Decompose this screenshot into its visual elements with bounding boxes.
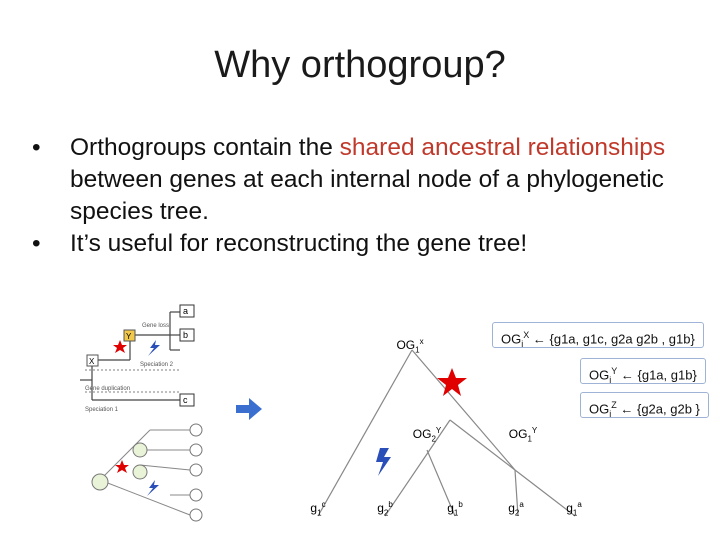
bullet-text-highlight: shared ancestral relationships xyxy=(340,134,666,161)
formula-og-x: OGiX ← {g1a, g1c, g2a g2b , g1b} xyxy=(492,322,704,348)
left-arrow-icon: ← xyxy=(621,367,634,382)
formula-og-z-set: {g2a, g2b } xyxy=(637,401,700,416)
formula-og-z: OGiZ ← {g2a, g2b } xyxy=(580,392,709,418)
gene-duplication-label: Gene duplication xyxy=(85,386,130,392)
node-og1y: OG1Y xyxy=(483,395,563,475)
node-og1x: OG1x xyxy=(370,306,450,386)
lightning-icon xyxy=(147,480,159,496)
formula-og-y-set: {g1a, g1b} xyxy=(638,367,697,382)
speciation2-label: Speciation 2 xyxy=(140,362,174,368)
arrow-right-icon xyxy=(236,396,262,422)
leaf-label-b: b xyxy=(183,330,188,340)
bullet-text: It’s useful for reconstructing the gene … xyxy=(70,230,527,257)
gene-leaf xyxy=(190,424,202,436)
slide-title: Why orthogroup? xyxy=(0,44,720,87)
gene-leaf xyxy=(190,509,202,521)
lightning-icon xyxy=(376,448,391,476)
star-icon xyxy=(437,368,467,396)
bullet-text-post: between genes at each internal node of a… xyxy=(70,166,664,225)
leaf-node-g1b: g1b xyxy=(424,478,486,540)
star-icon xyxy=(113,340,127,353)
formula-og-x-set: {g1a, g1c, g2a g2b , g1b} xyxy=(550,331,695,346)
bullet-dot: • xyxy=(32,228,41,260)
node-label-y: Y xyxy=(126,332,132,341)
node-og2y: OG2Y xyxy=(387,395,467,475)
leaf-node-g2b: g2b xyxy=(354,478,416,540)
leaf-node-g1c: g1c xyxy=(287,478,349,540)
gene-leaf xyxy=(190,464,202,476)
gene-node xyxy=(133,443,147,457)
speciation1-label: Speciation 1 xyxy=(85,407,119,413)
leaf-label-c: c xyxy=(183,395,188,405)
gene-leaf xyxy=(190,489,202,501)
gene-tree-thumbnail: a b c Y X Gene loss Speciation 2 Gene du… xyxy=(80,300,230,530)
bullet-item: • It’s useful for reconstructing the gen… xyxy=(32,228,692,260)
node-label-x: X xyxy=(89,357,95,366)
bullet-text-pre: Orthogroups contain the xyxy=(70,134,340,161)
star-icon xyxy=(115,460,129,473)
leaf-node-g2a: g2a xyxy=(485,478,547,540)
leaf-node-g1a: g1a xyxy=(543,478,605,540)
gene-node xyxy=(133,465,147,479)
gene-node xyxy=(92,474,108,490)
left-arrow-icon: ← xyxy=(620,401,633,416)
left-arrow-icon: ← xyxy=(533,331,546,346)
formula-og-y: OGiY ← {g1a, g1b} xyxy=(580,358,706,384)
bullet-list: • Orthogroups contain the shared ancestr… xyxy=(32,132,692,259)
gene-leaf xyxy=(190,444,202,456)
lightning-icon xyxy=(148,340,160,356)
bullet-item: • Orthogroups contain the shared ancestr… xyxy=(32,132,692,228)
leaf-label-a: a xyxy=(183,306,188,316)
gene-loss-label: Gene loss xyxy=(142,323,169,329)
bullet-dot: • xyxy=(32,132,41,164)
